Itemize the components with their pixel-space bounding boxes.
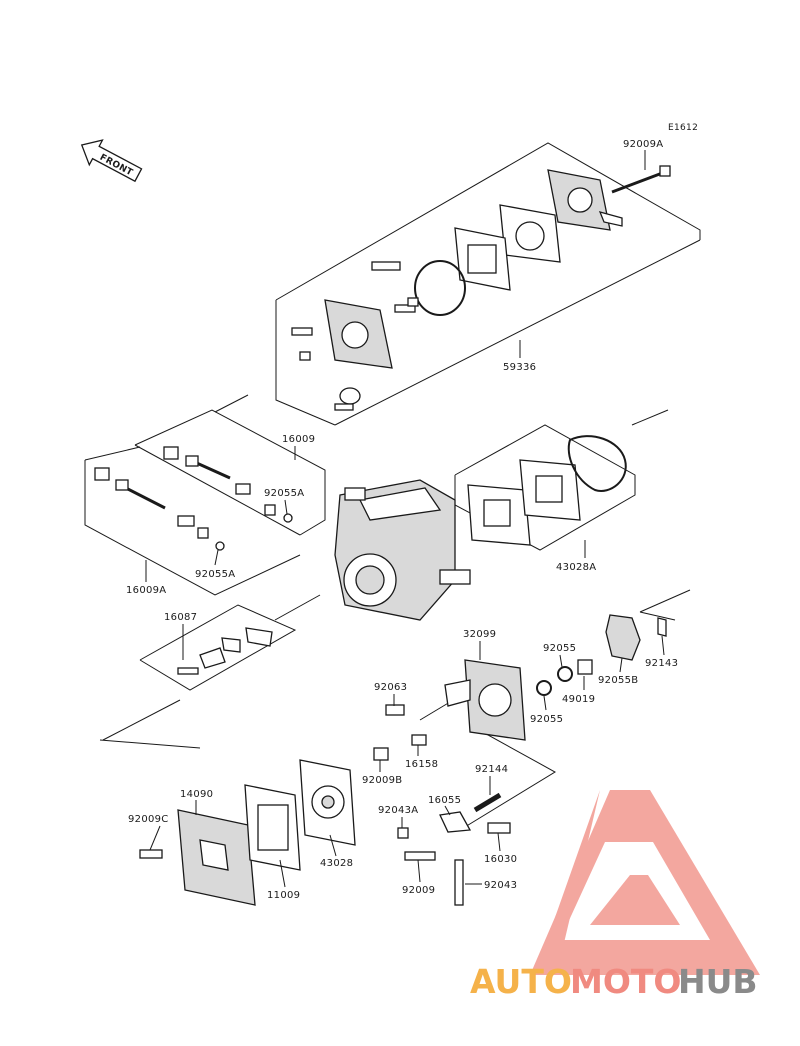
- kit-outline-43028A: [454, 409, 669, 551]
- bolt-92009A: [611, 165, 671, 194]
- label-92144: 92144: [475, 764, 508, 775]
- label-92063: 92063: [374, 682, 407, 693]
- pump-diaphragm: [499, 204, 561, 263]
- screws-mid: [373, 704, 511, 906]
- label-92009: 92009: [402, 885, 435, 896]
- label-16158: 16158: [405, 759, 438, 770]
- carburetor-body: [334, 479, 471, 621]
- label-92055A-lower: 92055A: [195, 569, 235, 580]
- label-16030: 16030: [484, 854, 517, 865]
- kit-outline-16009: [134, 409, 326, 536]
- label-11009: 11009: [267, 890, 300, 901]
- pump-o-ring: [414, 260, 466, 316]
- leader-lines: [145, 150, 665, 888]
- label-16009: 16009: [282, 434, 315, 445]
- label-14090: 14090: [180, 789, 213, 800]
- label-49019: 49019: [562, 694, 595, 705]
- small-seals: [536, 659, 593, 696]
- label-16055: 16055: [428, 795, 461, 806]
- pump-screws: [291, 261, 419, 411]
- ref-code: E1612: [668, 123, 698, 133]
- label-43028A: 43028A: [556, 562, 596, 573]
- front-arrow-icon: FRONT: [80, 139, 143, 183]
- screw-assembly-16009A: [94, 467, 225, 551]
- plate-32099: [444, 659, 526, 741]
- watermark-moto: MOTO: [570, 962, 681, 1001]
- label-92055A-upper: 92055A: [264, 488, 304, 499]
- label-16009A: 16009A: [126, 585, 166, 596]
- watermark-hub: HUB: [678, 962, 758, 1001]
- watermark-logo: [530, 790, 760, 975]
- watermark-text: AUTO MOTO HUB: [470, 962, 758, 1001]
- diaphragm-43028: [299, 759, 356, 846]
- label-92055B: 92055B: [598, 675, 638, 686]
- pump-cover: [547, 169, 623, 231]
- clip-92143: [657, 617, 667, 637]
- part-labels: E1612 92009A 59336 16009 92055A 92055A 1…: [126, 123, 698, 901]
- label-92043A: 92043A: [378, 805, 418, 816]
- label-92009C: 92009C: [128, 814, 169, 825]
- kit-outline-16087: [139, 594, 321, 691]
- pump-body: [324, 299, 393, 369]
- label-92043: 92043: [484, 880, 517, 891]
- screw-assembly-16009: [163, 446, 293, 523]
- label-92009B: 92009B: [362, 775, 402, 786]
- kit-outline-16009A: [84, 446, 301, 596]
- label-92143: 92143: [645, 658, 678, 669]
- valve-parts-16087: [177, 627, 273, 675]
- label-32099: 32099: [463, 629, 496, 640]
- gasket-43028A: [467, 435, 627, 546]
- gasket-11009: [244, 784, 301, 871]
- label-92055-top: 92055: [543, 643, 576, 654]
- label-92009A: 92009A: [623, 139, 663, 150]
- label-59336: 59336: [503, 362, 536, 373]
- screw-92009C: [139, 849, 163, 859]
- pump-gasket: [454, 227, 511, 291]
- label-92055-mid: 92055: [530, 714, 563, 725]
- watermark-auto: AUTO: [470, 962, 572, 1001]
- label-43028: 43028: [320, 858, 353, 869]
- label-16087: 16087: [164, 612, 197, 623]
- cover-14090: [177, 809, 256, 906]
- cap-92055B: [605, 614, 641, 661]
